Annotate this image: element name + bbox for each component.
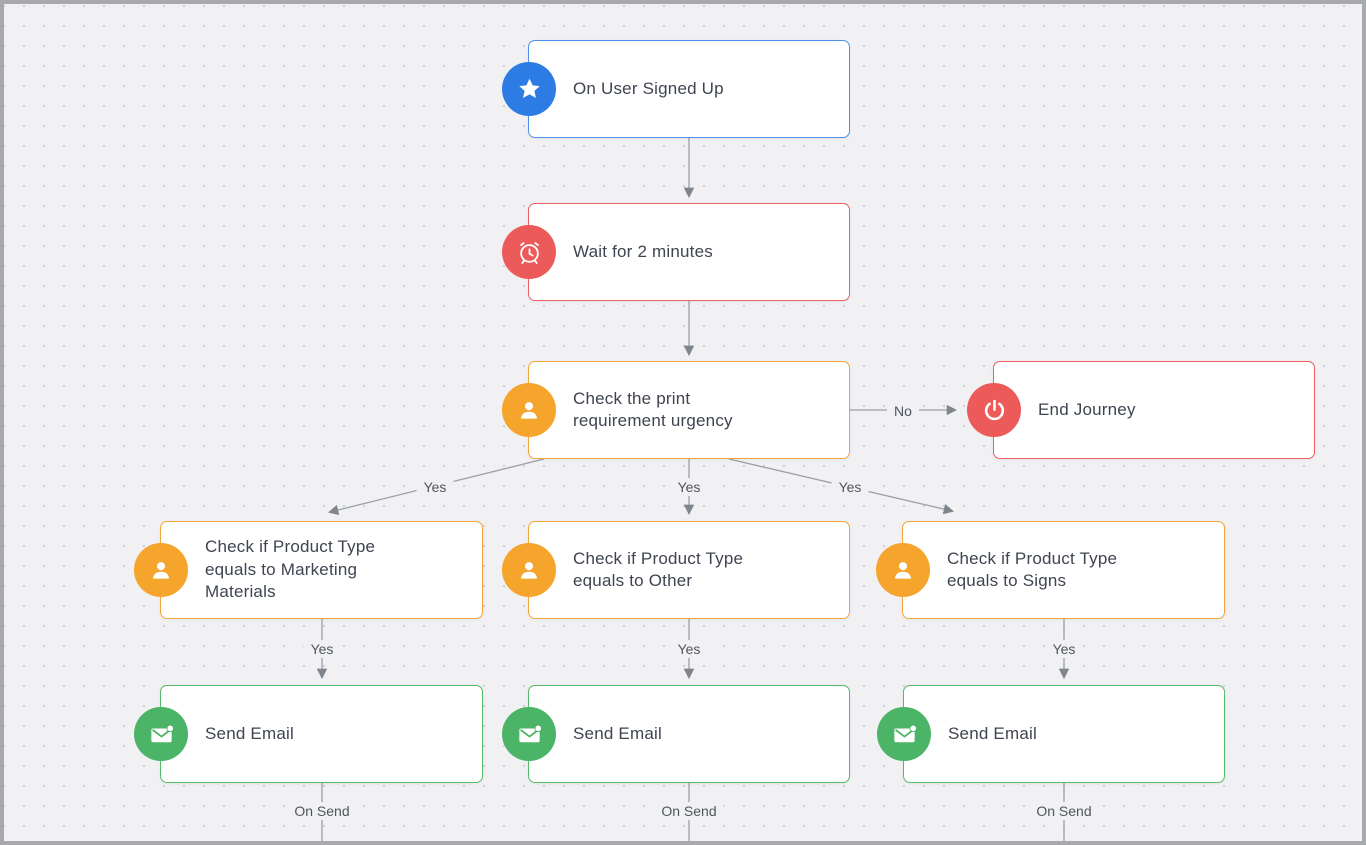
- mail-icon: [134, 707, 188, 761]
- node-label: Check if Product Type equals to Signs: [947, 548, 1118, 590]
- edge-label-on-send: On Send: [1029, 802, 1099, 820]
- node-wait-delay[interactable]: Wait for 2 minutes: [502, 203, 850, 301]
- power-icon: [967, 383, 1021, 437]
- edge-label-yes: Yes: [303, 640, 341, 658]
- node-end-journey[interactable]: End Journey: [967, 361, 1315, 459]
- edge-label-yes: Yes: [831, 478, 869, 496]
- node-label: Check if Product Type equals to Other: [573, 548, 744, 590]
- person-icon: [502, 383, 556, 437]
- node-check-product-marketing-materials[interactable]: Check if Product Type equals to Marketin…: [134, 521, 483, 619]
- node-check-product-signs[interactable]: Check if Product Type equals to Signs: [876, 521, 1225, 619]
- node-label: End Journey: [1038, 399, 1136, 419]
- alarm-clock-icon: [502, 225, 556, 279]
- person-icon: [134, 543, 188, 597]
- node-send-email-left[interactable]: Send Email: [134, 685, 483, 783]
- node-label: Check if Product Type equals to Marketin…: [205, 537, 376, 602]
- edge-label-yes: Yes: [670, 640, 708, 658]
- person-icon: [876, 543, 930, 597]
- edge-label-on-send: On Send: [654, 802, 724, 820]
- edge-label-no: No: [887, 402, 919, 420]
- mail-icon: [502, 707, 556, 761]
- node-label: Wait for 2 minutes: [573, 241, 713, 261]
- node-label: Send Email: [948, 723, 1037, 743]
- node-check-print-urgency[interactable]: Check the print requirement urgency: [502, 361, 850, 459]
- node-label: Send Email: [205, 723, 294, 743]
- node-label: Check the print requirement urgency: [573, 388, 733, 430]
- edge-label-yes: Yes: [670, 478, 708, 496]
- star-icon: [502, 62, 556, 116]
- node-send-email-middle[interactable]: Send Email: [502, 685, 850, 783]
- node-trigger-user-signed-up[interactable]: On User Signed Up: [502, 40, 850, 138]
- node-label: On User Signed Up: [573, 78, 724, 98]
- node-check-product-other[interactable]: Check if Product Type equals to Other: [502, 521, 850, 619]
- mail-icon: [877, 707, 931, 761]
- node-send-email-right[interactable]: Send Email: [877, 685, 1225, 783]
- person-icon: [502, 543, 556, 597]
- edge-label-on-send: On Send: [287, 802, 357, 820]
- node-label: Send Email: [573, 723, 662, 743]
- edge-label-yes: Yes: [1045, 640, 1083, 658]
- edge-label-yes: Yes: [416, 478, 454, 496]
